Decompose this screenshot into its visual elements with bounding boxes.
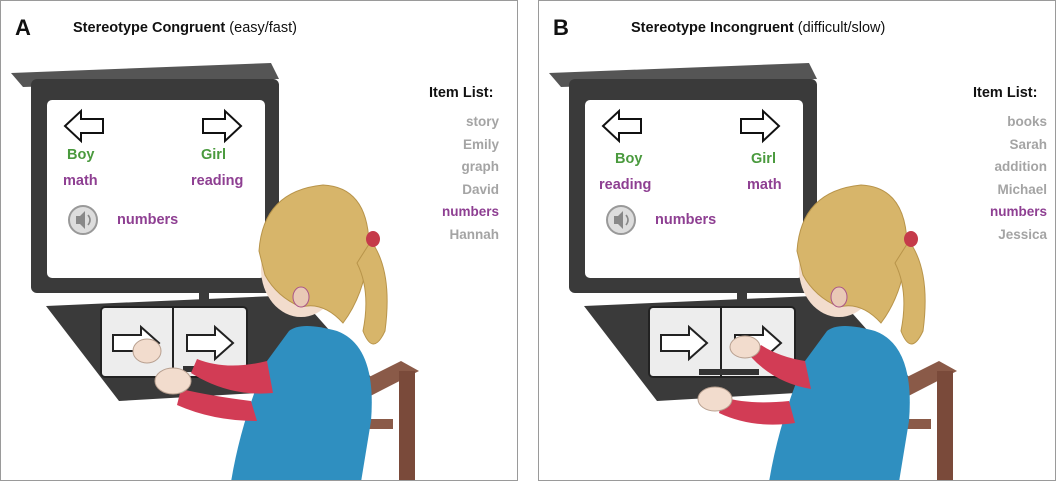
speaker-icon [606,205,636,235]
panel-title-rest: (difficult/slow) [797,20,886,36]
monitor-stand [199,291,209,301]
right-attribute-label: math [747,177,782,193]
pad-left-arrow-icon [660,324,709,362]
list-item: Hannah [449,226,499,242]
monitor-screen [47,100,265,278]
panel-title-bold: Stereotype Incongruent [631,20,794,36]
monitor-screen [585,100,803,278]
panel-title-rest: (easy/fast) [229,20,297,36]
illustration-a [11,63,419,480]
right-category-label: Girl [751,151,776,167]
item-list: story Emily graph David numbers Hannah [442,111,499,246]
list-item: Michael [997,181,1047,197]
panel-letter: B [553,15,569,40]
list-item: Jessica [998,226,1047,242]
illustration-b [549,63,957,480]
pad-slot [699,369,759,375]
left-attribute-label: math [63,173,98,189]
panel-title: Stereotype Incongruent (difficult/slow) [631,20,885,36]
list-item: Emily [462,136,499,152]
pad-right-arrow-icon [186,324,235,362]
list-item: addition [994,159,1048,174]
left-category-label: Boy [615,151,643,167]
item-list-header: Item List: [973,85,1038,101]
panel-b: B Stereotype Incongruent (difficult/slow… [538,0,1056,481]
screen-left-arrow-icon [601,108,642,144]
screen-left-arrow-icon [63,108,104,144]
item-list-header: Item List: [429,85,494,101]
left-attribute-label: reading [599,177,652,193]
left-category-label: Boy [67,147,95,163]
screen-right-arrow-icon [740,108,781,144]
list-item: David [462,181,499,197]
screen-right-arrow-icon [202,108,243,144]
list-item-highlighted: numbers [989,204,1047,219]
list-item: story [465,114,499,129]
stimulus-word: numbers [117,212,179,228]
right-category-label: Girl [201,147,226,163]
child-figure [697,184,926,480]
right-attribute-label: reading [191,173,244,189]
monitor-stand [737,291,747,301]
panel-title: Stereotype Congruent (easy/fast) [73,20,297,36]
list-item: Sarah [1009,136,1047,152]
list-item: books [1007,114,1047,129]
child-figure [132,184,388,480]
speaker-icon [68,205,98,235]
panel-letter: A [15,15,31,40]
stimulus-word: numbers [655,212,717,228]
panel-a: A Stereotype Congruent (easy/fast) Boy G… [0,0,518,481]
panel-title-bold: Stereotype Congruent [73,20,226,36]
list-item: graph [461,159,499,174]
list-item-highlighted: numbers [441,204,499,219]
item-list: books Sarah addition Michael numbers Jes… [990,111,1047,246]
